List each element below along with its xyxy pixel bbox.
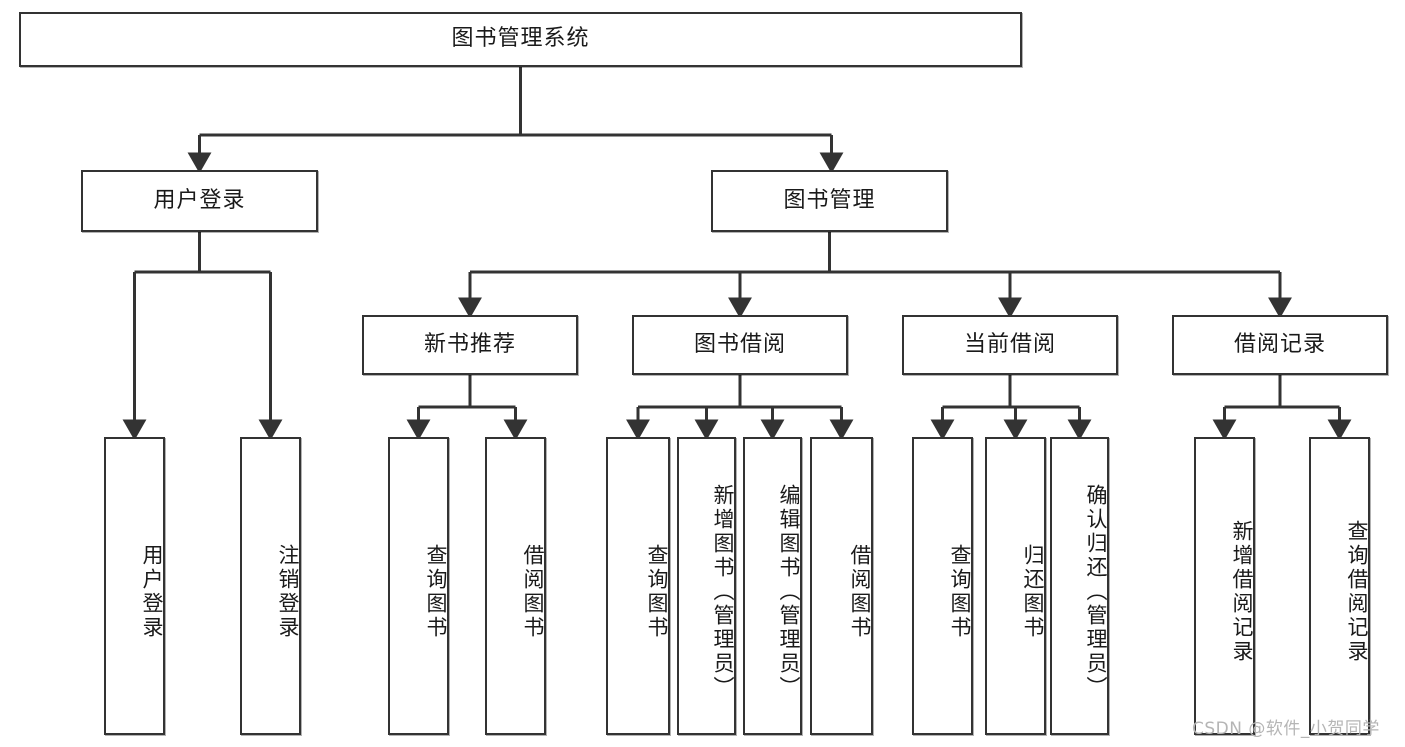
node-user-login[interactable]: 用户登录 [81,170,318,232]
edge-group-user-login [122,232,283,441]
node-leaf-confirm-return-admin[interactable]: 确认归还（管理员） [1050,437,1109,735]
node-leaf-return-book[interactable]: 归还图书 [985,437,1046,735]
node-root[interactable]: 图书管理系统 [19,12,1022,67]
node-leaf-add-borrow-record[interactable]: 新增借阅记录 [1194,437,1255,735]
node-leaf-query-book-current[interactable]: 查询图书 [912,437,973,735]
csdn-watermark: CSDN @软件_小贺同学 [1192,719,1380,739]
node-leaf-query-book-borrow[interactable]: 查询图书 [606,437,670,735]
edge-group-book-borrow [626,375,854,441]
edge-group-current-borrow [930,375,1092,441]
node-leaf-edit-book-admin[interactable]: 编辑图书（管理员） [743,437,802,735]
node-leaf-borrow-book-recommend[interactable]: 借阅图书 [485,437,546,735]
edge-group-root [187,67,844,174]
node-leaf-query-borrow-record[interactable]: 查询借阅记录 [1309,437,1370,735]
node-book-borrow[interactable]: 图书借阅 [632,315,848,375]
edge-group-borrow-record [1212,375,1352,441]
node-leaf-borrow-book[interactable]: 借阅图书 [810,437,873,735]
edge-group-new-book-rec [406,375,528,441]
node-leaf-user-login[interactable]: 用户登录 [104,437,165,735]
node-borrow-record[interactable]: 借阅记录 [1172,315,1388,375]
node-current-borrow[interactable]: 当前借阅 [902,315,1118,375]
edge-group-book-manage [458,232,1292,319]
node-book-manage[interactable]: 图书管理 [711,170,948,232]
node-leaf-query-book-recommend[interactable]: 查询图书 [388,437,449,735]
node-leaf-add-book-admin[interactable]: 新增图书（管理员） [677,437,736,735]
node-leaf-user-logout[interactable]: 注销登录 [240,437,301,735]
node-new-book-recommend[interactable]: 新书推荐 [362,315,578,375]
